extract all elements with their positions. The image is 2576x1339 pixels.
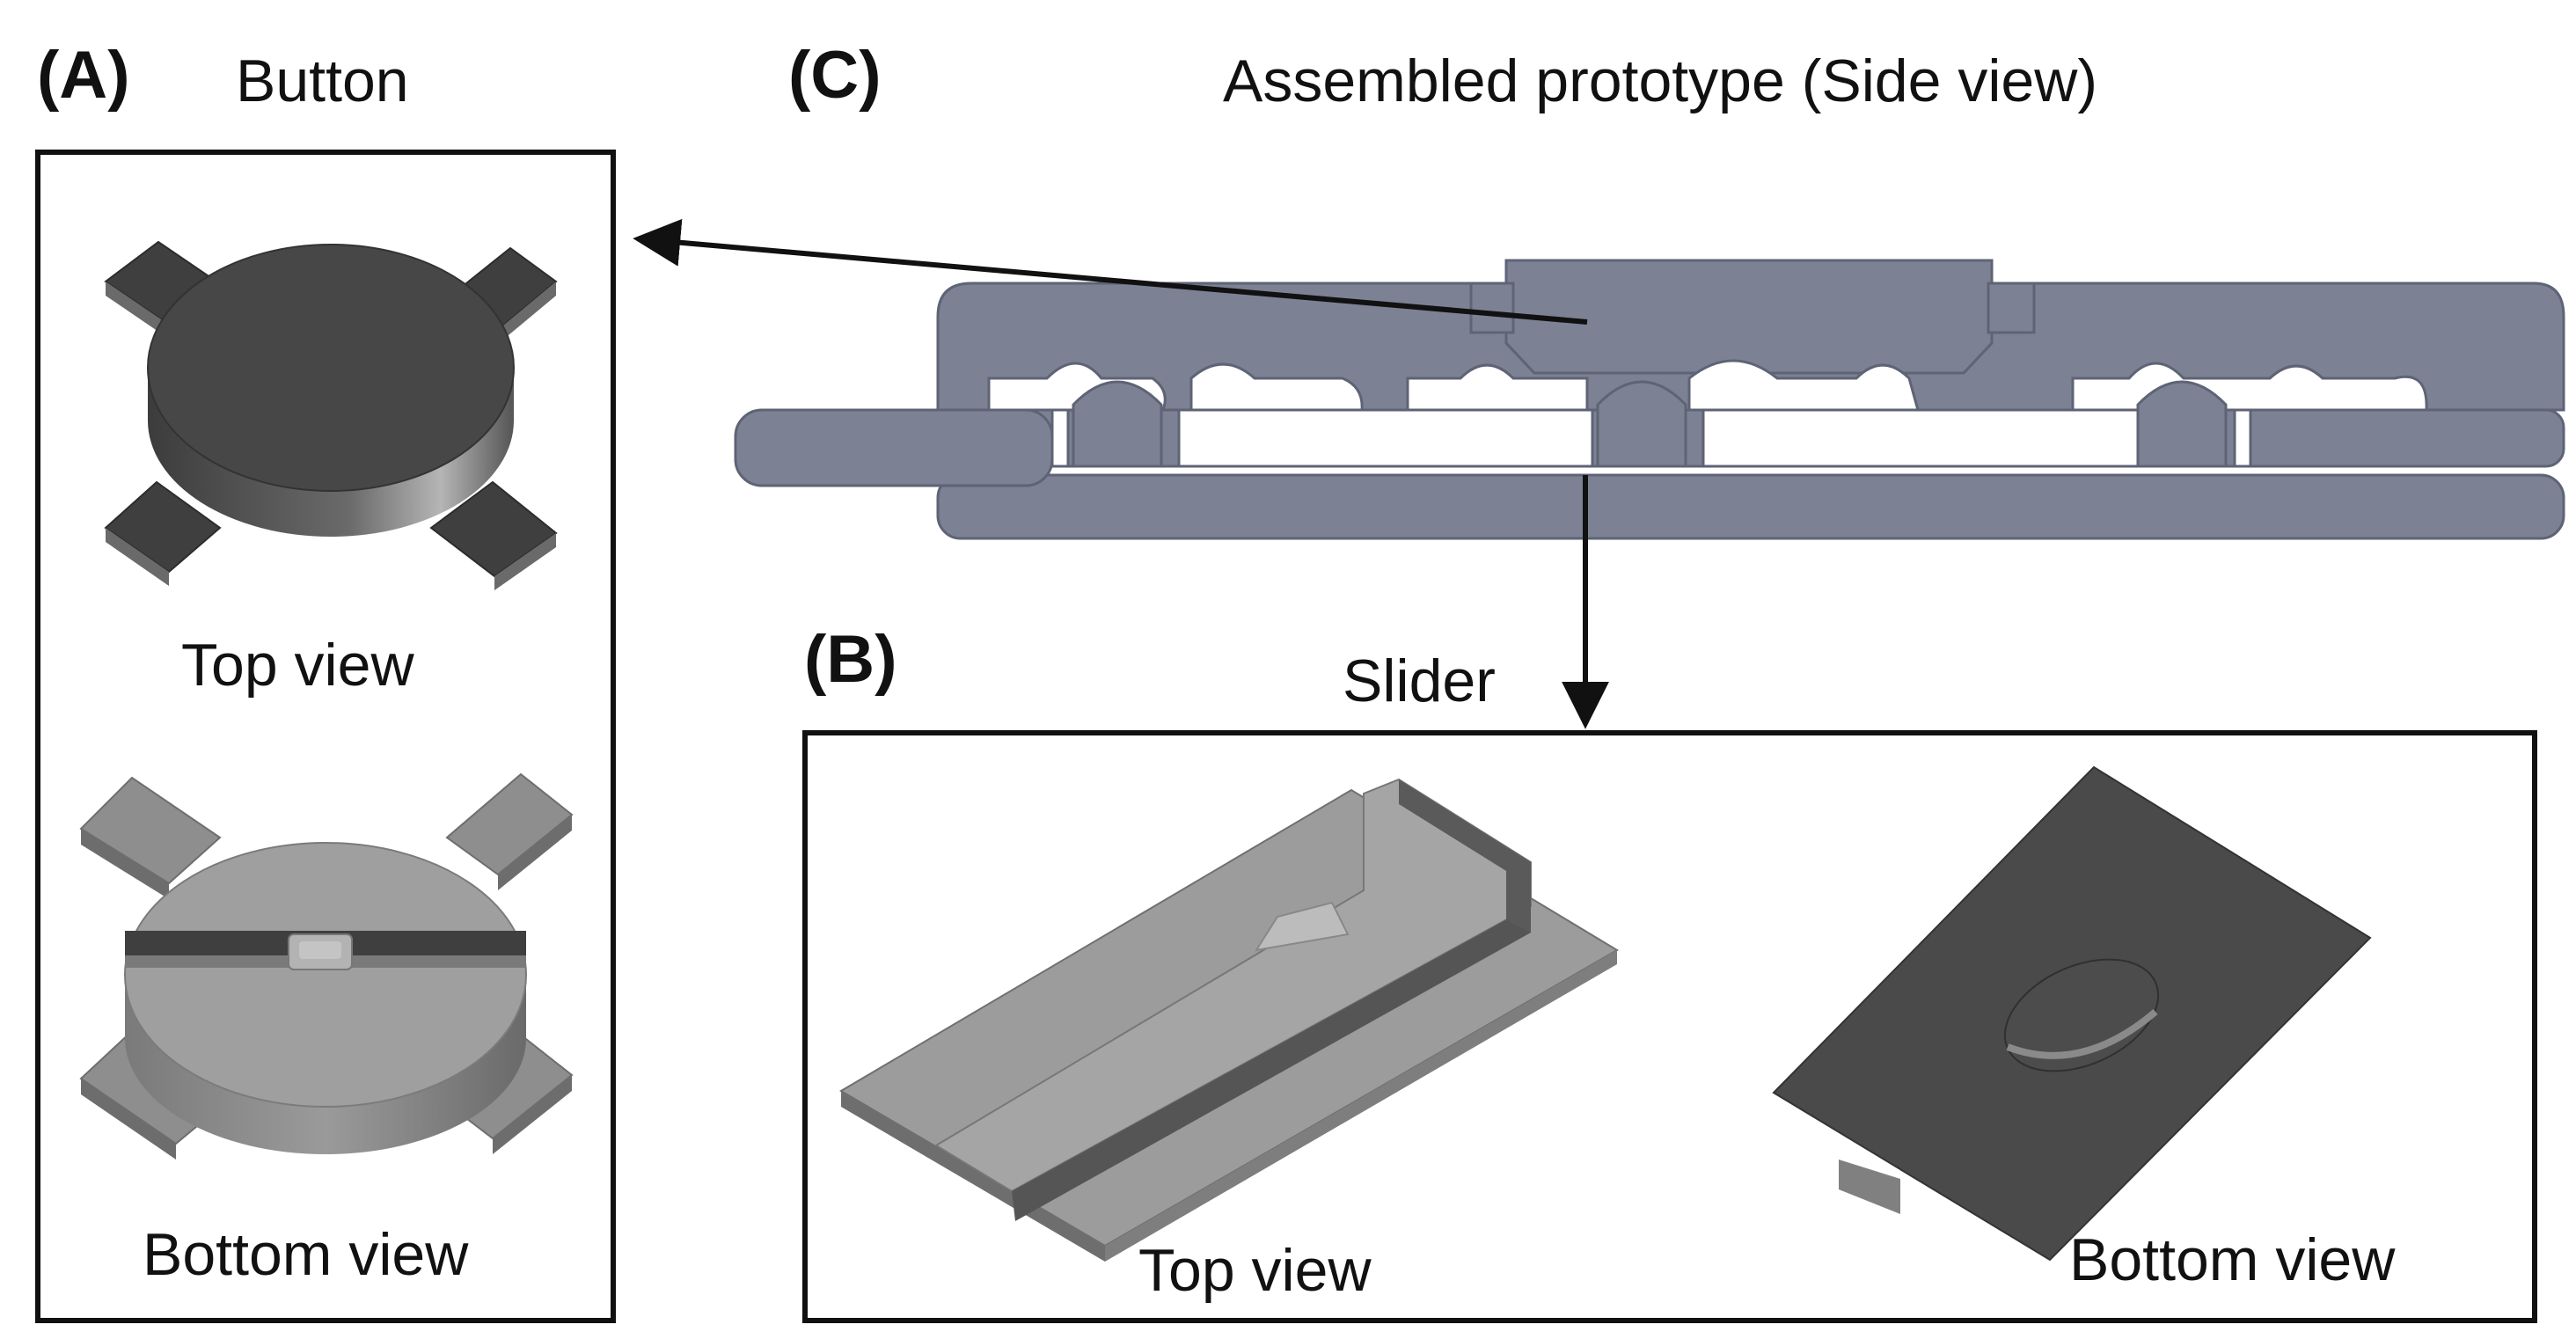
panel-a-letter: (A) [37,38,130,113]
panel-c-letter: (C) [788,38,882,113]
button-top-view [104,240,558,590]
panel-a-bottom-caption: Bottom view [143,1221,469,1288]
panel-a-title: Button [236,48,409,114]
assembly-details [987,359,2428,468]
button-bottom-view [79,772,574,1160]
panel-b-frame [802,730,2537,1323]
panel-b-title: Slider [1343,648,1496,714]
arrow-to-button [633,218,1588,325]
panel-c-title: Assembled prototype (Side view) [1223,48,2098,114]
panel-a-top-caption: Top view [181,632,414,699]
panel-b-letter: (B) [804,622,897,697]
panel-a-frame [35,150,616,1323]
slider-bottom-view [1772,765,2372,1262]
slider-top-view [839,778,1619,1262]
panel-b-bottom-caption: Bottom view [2069,1226,2396,1293]
panel-b-top-caption: Top view [1138,1237,1372,1304]
